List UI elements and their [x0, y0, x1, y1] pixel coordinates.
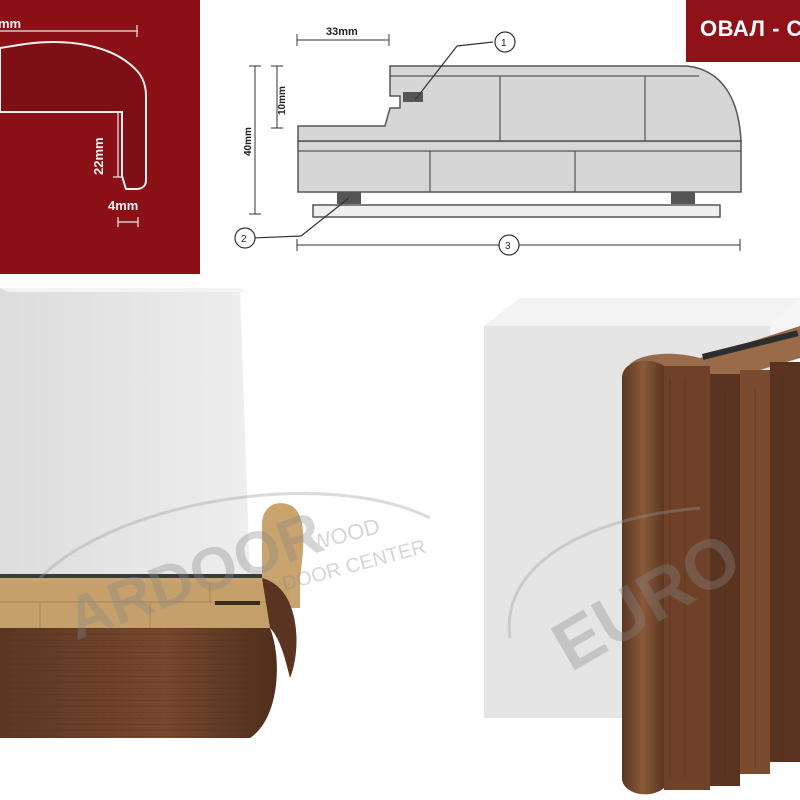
dim-33-label: 33mm	[326, 26, 358, 38]
door-frame-profile	[0, 41, 147, 190]
width-dimension-label: 4mm	[108, 198, 138, 213]
jamb-layer-4	[770, 362, 800, 762]
dim-10-label: 10mm	[277, 86, 288, 115]
callout-2-circle	[234, 227, 256, 249]
backing-strip	[312, 204, 721, 218]
profile-drawing: 22mm 4mm mm	[0, 16, 147, 227]
wall-panel	[0, 288, 250, 578]
height-dimension-label: 22mm	[91, 137, 106, 175]
jamb-layer-1	[664, 366, 710, 790]
render-left: ARDOOR WOOD DOOR CENTER	[0, 278, 470, 800]
callout-2-label: 2	[241, 234, 247, 245]
callout-3-circle	[498, 234, 520, 256]
lower-body	[297, 140, 742, 193]
callout-1-label: 1	[501, 38, 507, 49]
frame-top-surface	[0, 503, 304, 608]
profile-panel: 22mm 4mm mm	[0, 0, 200, 274]
top-dimension-label: mm	[0, 16, 21, 31]
title-badge: ОВАЛ - С	[686, 0, 800, 62]
casing-rounded	[622, 360, 664, 795]
gasket-right	[671, 192, 695, 204]
dim-40-label: 40mm	[243, 127, 254, 156]
callout-3-label: 3	[505, 241, 511, 252]
groove-slot	[403, 92, 423, 102]
callout-1-circle	[494, 31, 516, 53]
cross-section-drawing: 33mm 10mm 40mm 1 2 3	[234, 26, 742, 256]
title-badge-text: ОВАЛ - С	[700, 16, 800, 41]
render-right: EURO	[484, 298, 800, 795]
upper-body	[297, 65, 742, 142]
